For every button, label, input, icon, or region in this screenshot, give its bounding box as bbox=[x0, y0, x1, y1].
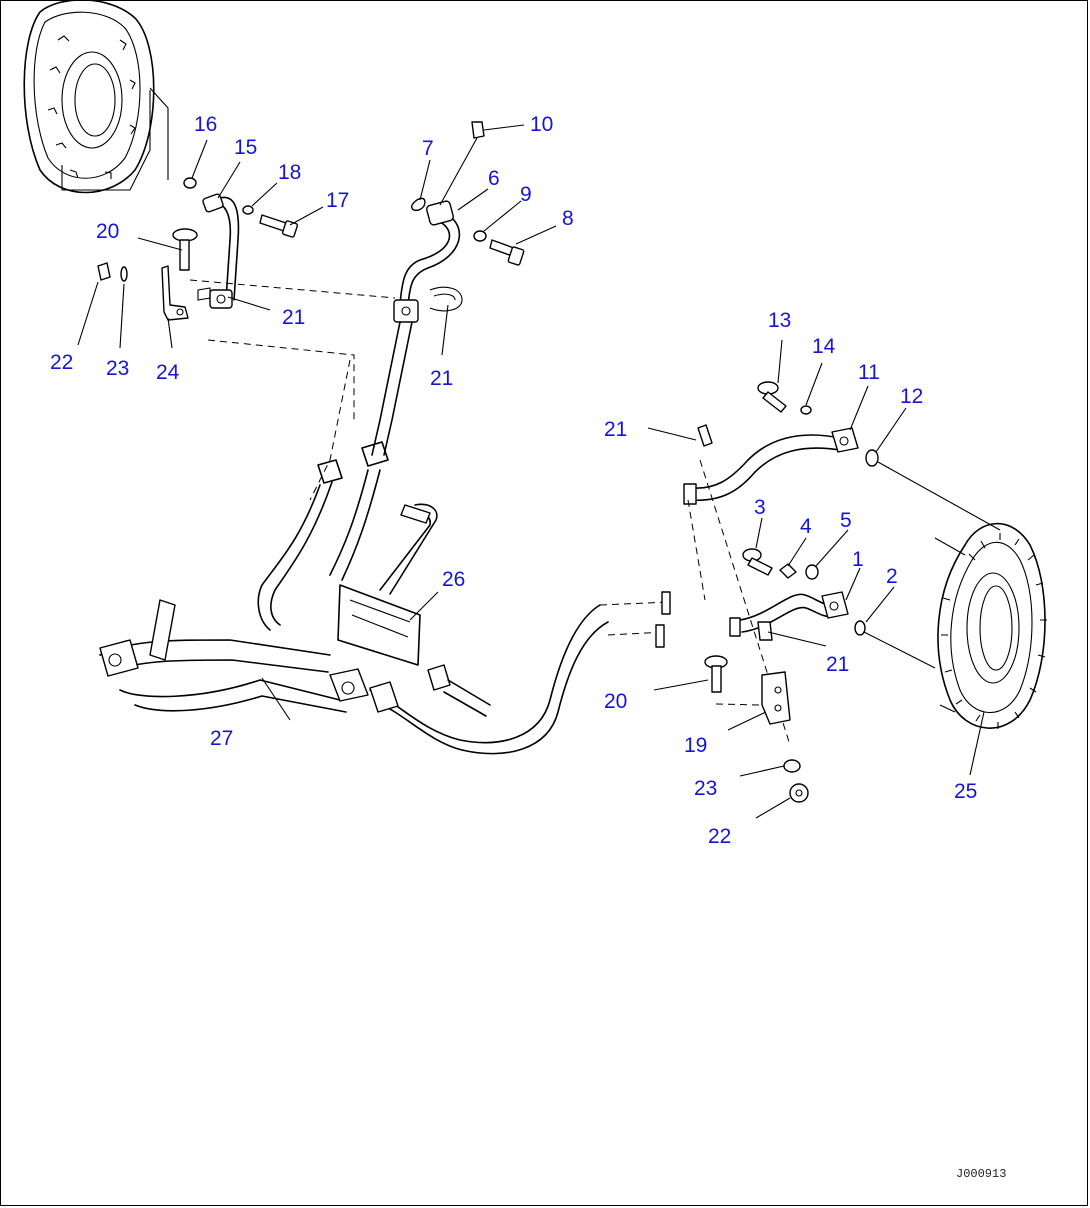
brake-disc-right bbox=[934, 522, 1047, 729]
callout-labels: 16 15 18 17 20 21 22 23 24 7 10 6 9 8 21… bbox=[50, 113, 977, 848]
callout-19: 19 bbox=[684, 734, 707, 757]
callout-8: 8 bbox=[562, 207, 574, 230]
callout-21-upper-left: 21 bbox=[282, 306, 305, 329]
callout-11: 11 bbox=[858, 361, 880, 384]
pipe-assembly-left bbox=[97, 177, 396, 420]
callout-27: 27 bbox=[210, 727, 233, 750]
callout-23-lower: 23 bbox=[694, 777, 717, 800]
callout-22-lower: 22 bbox=[708, 825, 731, 848]
callout-7: 7 bbox=[422, 137, 434, 160]
leader-lines bbox=[77, 124, 985, 819]
callout-18: 18 bbox=[278, 161, 301, 184]
callout-9: 9 bbox=[520, 183, 532, 206]
callout-22-upper: 22 bbox=[50, 351, 73, 374]
callout-21-upper-middle: 21 bbox=[430, 367, 453, 390]
callout-15: 15 bbox=[234, 136, 257, 159]
diagram-code: J000913 bbox=[956, 1167, 1006, 1181]
callout-21-right-lower: 21 bbox=[826, 653, 849, 676]
hose-and-valve-assembly bbox=[99, 359, 671, 755]
callout-14: 14 bbox=[812, 335, 836, 358]
callout-1: 1 bbox=[852, 548, 864, 571]
callout-25: 25 bbox=[954, 780, 977, 803]
callout-23-upper: 23 bbox=[106, 357, 129, 380]
callout-20-lower: 20 bbox=[604, 690, 627, 713]
callout-10: 10 bbox=[530, 113, 553, 136]
callout-6: 6 bbox=[488, 167, 500, 190]
callout-20-upper: 20 bbox=[96, 220, 119, 243]
callout-17: 17 bbox=[326, 189, 349, 212]
pipe-assembly-right bbox=[683, 381, 1001, 803]
brake-disc-left bbox=[23, 0, 169, 194]
callout-24: 24 bbox=[156, 361, 180, 384]
callout-12: 12 bbox=[900, 385, 923, 408]
callout-26: 26 bbox=[442, 568, 465, 591]
callout-21-right-top: 21 bbox=[604, 418, 627, 441]
callout-2: 2 bbox=[886, 565, 898, 588]
callout-13: 13 bbox=[768, 309, 791, 332]
callout-3: 3 bbox=[754, 496, 766, 519]
pipe-assembly-middle bbox=[371, 121, 525, 456]
callout-16: 16 bbox=[194, 113, 217, 136]
callout-5: 5 bbox=[840, 509, 852, 532]
callout-4: 4 bbox=[800, 515, 812, 538]
